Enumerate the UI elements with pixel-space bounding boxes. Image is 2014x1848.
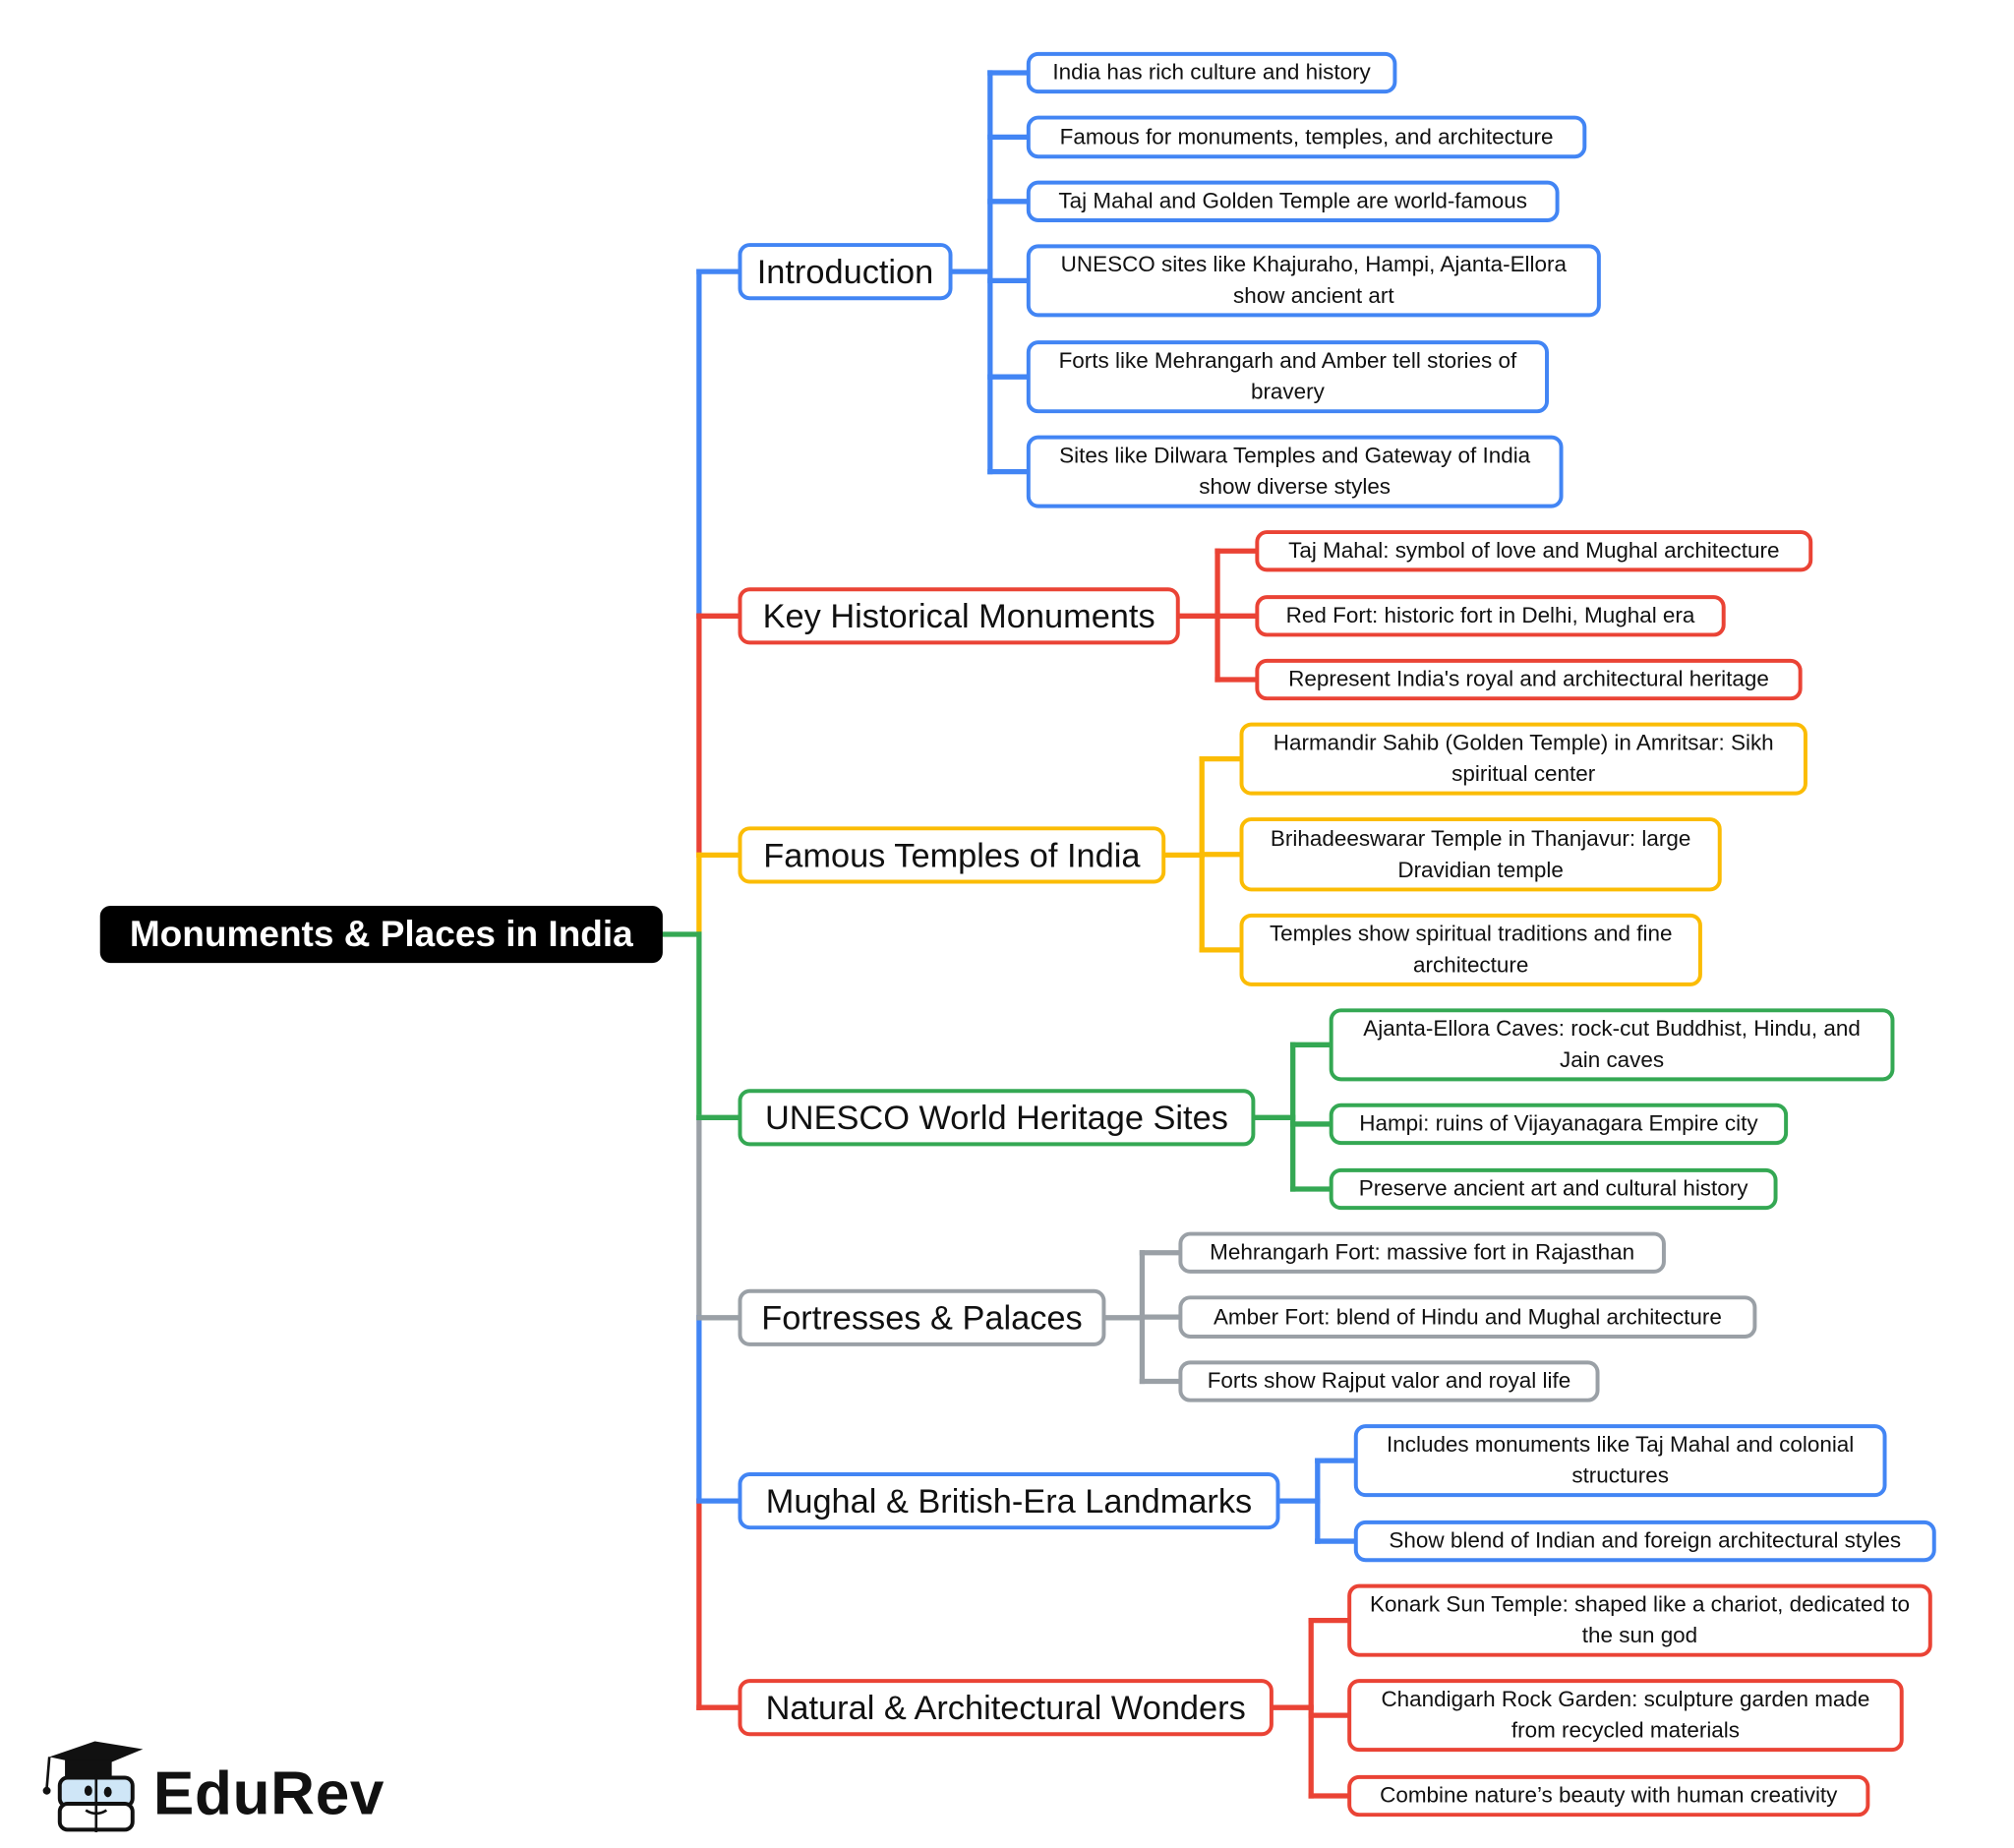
leaf-node[interactable]: Amber Fort: blend of Hindu and Mughal ar… <box>1178 1295 1757 1339</box>
root-node[interactable]: Monuments & Places in India <box>99 905 663 964</box>
branch-node[interactable]: Introduction <box>738 243 953 301</box>
leaf-node[interactable]: Taj Mahal and Golden Temple are world-fa… <box>1026 180 1560 222</box>
leaf-node[interactable]: Forts show Rajput valor and royal life <box>1178 1360 1600 1402</box>
leaf-node[interactable]: Chandigarh Rock Garden: sculpture garden… <box>1347 1679 1904 1753</box>
leaf-node[interactable]: Combine nature’s beauty with human creat… <box>1347 1774 1870 1818</box>
leaf-node[interactable]: Mehrangarh Fort: massive fort in Rajasth… <box>1178 1231 1666 1274</box>
leaf-node[interactable]: Brihadeeswarar Temple in Thanjavur: larg… <box>1239 817 1722 892</box>
leaf-node[interactable]: Temples show spiritual traditions and fi… <box>1239 913 1702 986</box>
leaf-node[interactable]: Sites like Dilwara Temples and Gateway o… <box>1026 435 1564 508</box>
leaf-node[interactable]: Famous for monuments, temples, and archi… <box>1026 115 1587 159</box>
leaf-node[interactable]: Represent India's royal and architectura… <box>1255 658 1803 701</box>
leaf-node[interactable]: Taj Mahal: symbol of love and Mughal arc… <box>1255 530 1813 572</box>
leaf-node[interactable]: Show blend of Indian and foreign archite… <box>1353 1520 1936 1563</box>
edurev-logo-icon <box>42 1741 144 1833</box>
leaf-node[interactable]: Red Fort: historic fort in Delhi, Mughal… <box>1255 595 1726 637</box>
leaf-node[interactable]: Harmandir Sahib (Golden Temple) in Amrit… <box>1239 722 1807 796</box>
leaf-node[interactable]: Konark Sun Temple: shaped like a chariot… <box>1347 1583 1932 1657</box>
branch-node[interactable]: Famous Temples of India <box>738 826 1166 884</box>
leaf-node[interactable]: Ajanta-Ellora Caves: rock-cut Buddhist, … <box>1329 1008 1895 1082</box>
branch-node[interactable]: UNESCO World Heritage Sites <box>738 1089 1256 1147</box>
leaf-node[interactable]: Hampi: ruins of Vijayanagara Empire city <box>1329 1103 1789 1146</box>
leaf-node[interactable]: Includes monuments like Taj Mahal and co… <box>1353 1424 1887 1498</box>
branch-node[interactable]: Mughal & British-Era Landmarks <box>738 1472 1280 1530</box>
branch-node[interactable]: Fortresses & Palaces <box>738 1288 1106 1346</box>
leaf-node[interactable]: Preserve ancient art and cultural histor… <box>1329 1167 1778 1211</box>
leaf-node[interactable]: UNESCO sites like Khajuraho, Hampi, Ajan… <box>1026 244 1601 318</box>
leaf-node[interactable]: India has rich culture and history <box>1026 51 1397 94</box>
logo-text: EduRev <box>152 1758 385 1827</box>
branch-node[interactable]: Key Historical Monuments <box>738 587 1180 645</box>
branch-node[interactable]: Natural & Architectural Wonders <box>738 1679 1274 1737</box>
leaf-node[interactable]: Forts like Mehrangarh and Amber tell sto… <box>1026 340 1549 414</box>
